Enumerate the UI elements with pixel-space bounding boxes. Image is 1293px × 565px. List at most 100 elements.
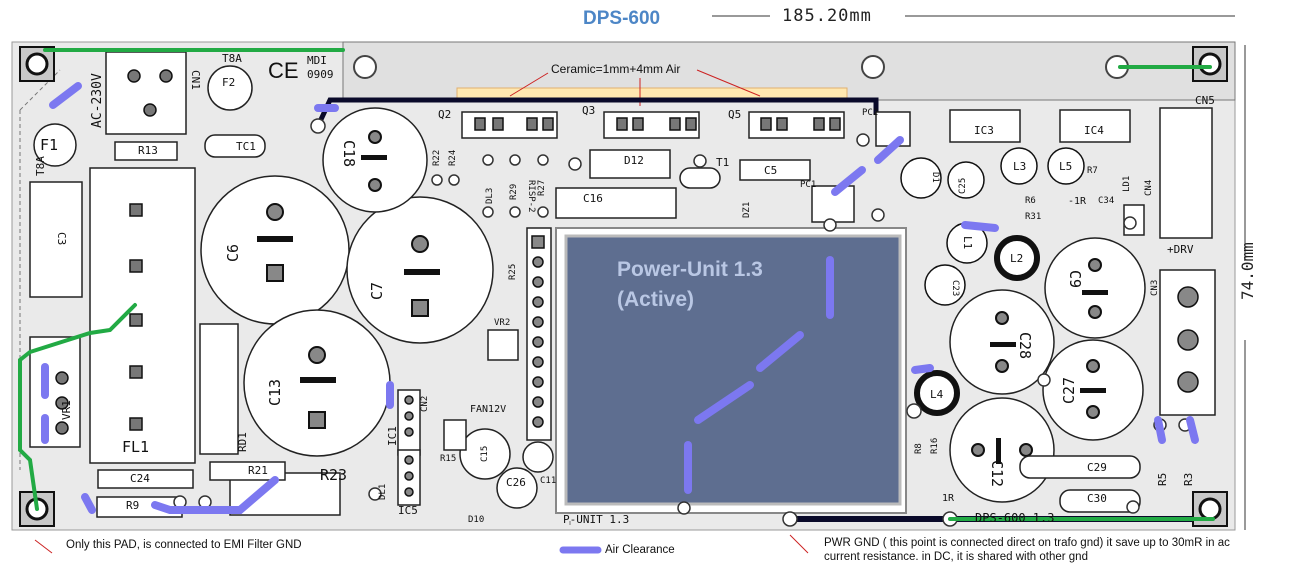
ref-q2: Q2 [438, 108, 452, 121]
fan-label: FAN12V [470, 404, 507, 415]
ref-r3: R3 [1182, 472, 1195, 486]
ref-r13: R13 [138, 144, 158, 157]
ref-pc2: PC2 [862, 108, 879, 118]
ref-r8: R8 [914, 443, 924, 454]
ref-ic4: IC4 [1084, 124, 1104, 137]
ref-t1: T1 [716, 156, 730, 169]
ref-r6: R6 [1025, 196, 1036, 206]
ref-r22: R22 [432, 149, 442, 166]
ref-c29: C29 [1087, 461, 1107, 474]
ref-ic1: IC1 [386, 426, 399, 446]
1r-label: 1R [942, 493, 955, 504]
note-pointers [34, 534, 809, 554]
ref-r29: R29 [509, 183, 519, 200]
inductors [900, 147, 1085, 416]
ref-tc1: TC1 [236, 140, 256, 153]
ref-d12: D12 [624, 154, 644, 167]
ref-cn1: CN1 [189, 70, 202, 90]
ref-cn2: CN2 [420, 395, 430, 412]
ref-dl3: DL3 [485, 187, 495, 204]
ref-r15: R15 [440, 454, 457, 464]
ref-q5: Q5 [728, 108, 742, 121]
ref-dl1: DL1 [378, 483, 388, 500]
ref-r25: R25 [508, 263, 518, 280]
ce-mark: CE [268, 58, 299, 83]
ref-l2: L2 [1010, 252, 1024, 265]
power-unit-block [564, 234, 902, 506]
ref-c13: C13 [266, 378, 284, 406]
ref-c7: C7 [368, 281, 386, 300]
ref-c25: C25 [958, 177, 968, 194]
ref-f1: F1 [40, 136, 59, 154]
ac-230v-label: AC-230V [90, 73, 105, 128]
ref-c34: C34 [1098, 196, 1115, 206]
ref-c3: C3 [55, 232, 68, 246]
ref-c30: C30 [1087, 492, 1107, 505]
ref-c23: C23 [950, 280, 960, 297]
ref-pc1: PC1 [800, 180, 817, 190]
ref-c18: C18 [340, 140, 358, 168]
ref-c15: C15 [480, 445, 490, 462]
drv-label: +DRV [1167, 243, 1194, 256]
ref-c26: C26 [506, 476, 526, 489]
ref-c27: C27 [1060, 376, 1078, 404]
pwr-gnd-note: PWR GND ( this point is connected direct… [824, 537, 1230, 563]
mdi-code-label: 0909 [307, 68, 334, 81]
risp-label: RISP-2 [526, 180, 536, 213]
ref-r16: R16 [930, 437, 940, 454]
left-components [29, 51, 341, 518]
air-clearance-legend: Air Clearance [605, 544, 675, 556]
minus-1r-label: -1R [1068, 196, 1087, 207]
ref-r27: R27 [537, 179, 547, 196]
ref-c12: C12 [988, 460, 1006, 488]
ref-d1: D1 [930, 172, 940, 183]
ref-ld1: LD1 [1122, 175, 1132, 192]
power-trace [315, 97, 879, 128]
height-dimension: 74.0mm [1238, 242, 1257, 300]
ref-r9: R9 [126, 499, 140, 512]
silk-outline [19, 69, 571, 525]
ref-r21: R21 [248, 464, 268, 477]
width-dimension: 185.20mm [782, 6, 872, 26]
ref-c9: C9 [1066, 270, 1084, 289]
ref-cn3: CN3 [1150, 279, 1160, 296]
header-pins [404, 235, 1199, 497]
dps-version-label: DPS-600 1.3 [975, 511, 1055, 525]
ref-l3: L3 [1013, 160, 1027, 173]
ref-vr2: VR2 [494, 318, 511, 328]
ref-c5: C5 [764, 164, 778, 177]
emi-ground-wire [18, 48, 1215, 521]
power-unit-title: Power-Unit 1.3 [617, 258, 763, 281]
ref-f2: F2 [222, 76, 236, 89]
ref-t8a-a: T8A [34, 156, 47, 176]
ref-r7: R7 [1087, 166, 1098, 176]
left-pads [55, 69, 173, 435]
ref-q3: Q3 [582, 104, 596, 117]
ref-ic5: IC5 [398, 504, 418, 517]
ref-c16: C16 [583, 192, 603, 205]
power-unit-subtitle: (Active) [617, 288, 695, 311]
emi-pad-note: Only this PAD, is connected to EMI Filte… [66, 539, 302, 551]
ref-fl1: FL1 [122, 438, 150, 456]
ics [949, 107, 1216, 416]
ref-c28: C28 [1016, 332, 1034, 360]
ref-l1: L1 [961, 236, 974, 250]
ref-r5: R5 [1156, 472, 1169, 486]
ref-t8a-b: T8A [222, 52, 242, 65]
ref-r31: R31 [1025, 212, 1042, 222]
ref-r23: R23 [320, 466, 348, 484]
ref-dz1: DZ1 [742, 201, 752, 218]
capacitor-pads [266, 130, 1102, 457]
ref-c11: C11 [540, 476, 557, 486]
capacitor-symbols [257, 155, 1108, 464]
board-title: DPS-600 [583, 8, 661, 29]
ref-d10: D10 [468, 515, 485, 525]
ref-cn5: CN5 [1195, 94, 1215, 107]
ref-rd1: RD1 [236, 432, 249, 452]
ref-c24: C24 [130, 472, 150, 485]
ceramic-label: Ceramic=1mm+4mm Air [551, 62, 681, 76]
p-unit-label: P-UNIT 1.3 [563, 513, 630, 526]
ref-l4: L4 [930, 388, 944, 401]
ref-r24: R24 [448, 149, 458, 166]
